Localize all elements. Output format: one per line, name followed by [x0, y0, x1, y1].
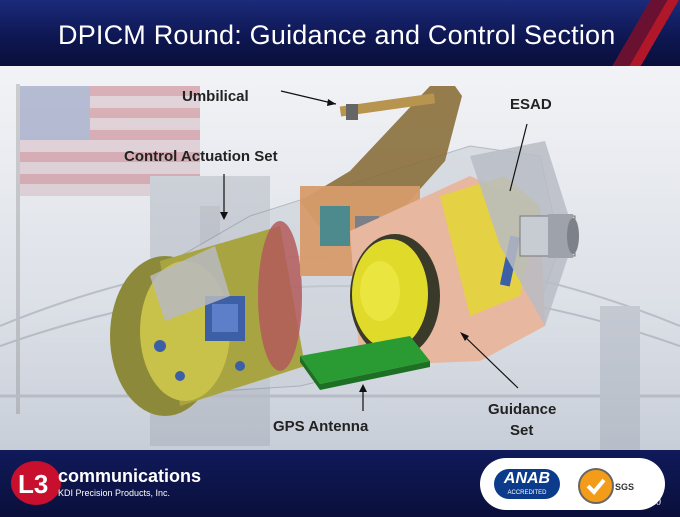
footer: L3 communications KDI Precision Products…: [0, 450, 680, 517]
guidance-section-illustration: [0, 66, 680, 450]
slide-title: DPICM Round: Guidance and Control Sectio…: [58, 20, 616, 51]
title-bar: DPICM Round: Guidance and Control Sectio…: [0, 0, 680, 66]
l3-logo-text: L3: [18, 469, 48, 499]
anab-name: ANAB: [494, 469, 560, 489]
company-name: communications: [58, 466, 201, 487]
umbilical-label: Umbilical: [182, 88, 249, 105]
title-accent-stripe-dark: [610, 0, 680, 66]
sgs-check-icon: [578, 468, 614, 504]
slide-content: Umbilical ESAD Control Actuation Set GPS…: [0, 66, 680, 450]
guidance-set-label-line1: Guidance: [488, 401, 556, 418]
division-name: KDI Precision Products, Inc.: [58, 488, 170, 498]
esad-label: ESAD: [510, 96, 552, 113]
page-number: 10: [651, 497, 661, 508]
accreditation-badge: ANAB ACCREDITED SGS: [480, 458, 665, 510]
guidance-set-label-line2: Set: [510, 422, 533, 439]
anab-logo: ANAB ACCREDITED: [494, 469, 560, 499]
gps-antenna-label: GPS Antenna: [273, 418, 368, 435]
anab-sub: ACCREDITED: [494, 489, 560, 497]
l3-logo-icon: L3: [10, 460, 62, 506]
control-actuation-set-label: Control Actuation Set: [124, 148, 278, 165]
sgs-text: SGS: [615, 482, 634, 492]
